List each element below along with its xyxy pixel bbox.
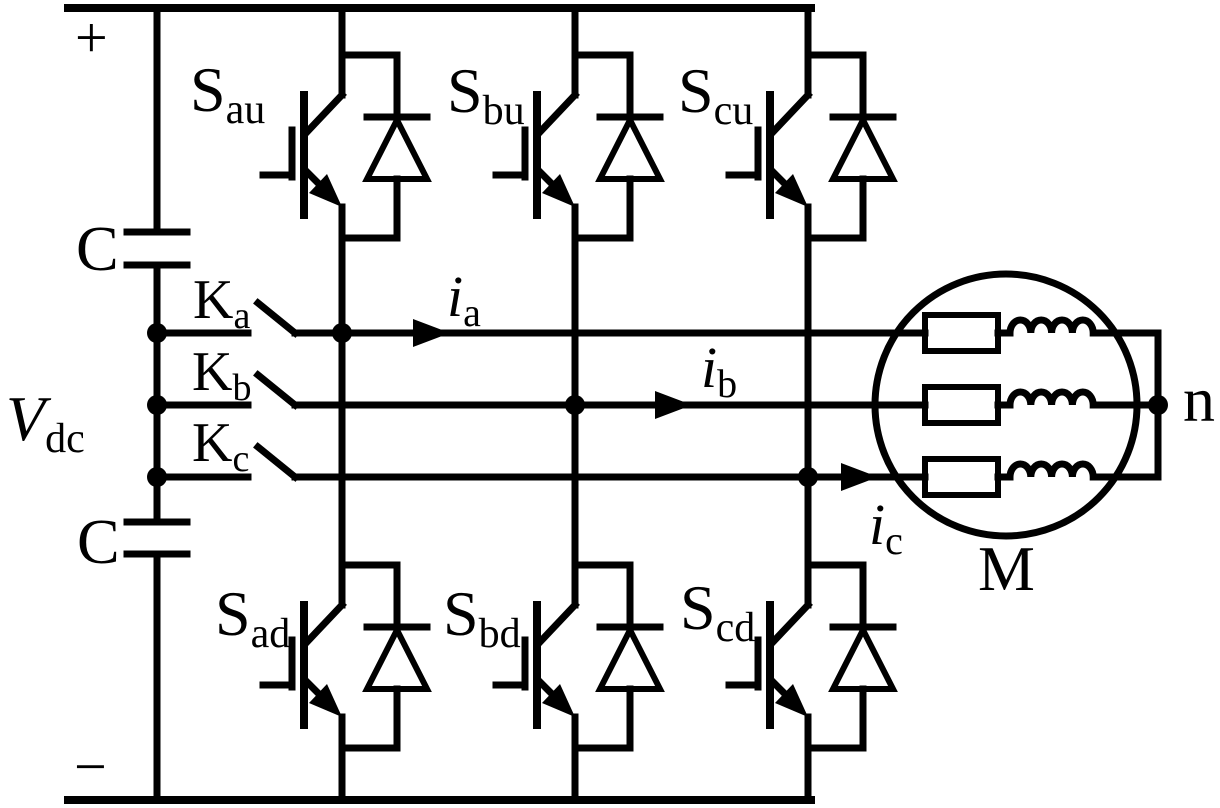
- capacitor-bottom-plates: [123, 518, 191, 558]
- contactor-kb-blade: [253, 370, 300, 410]
- igbt-sbu-label: Sbu: [447, 55, 525, 134]
- contactor-kc-label: Kc: [192, 412, 249, 480]
- igbt-sbd-label: Sbd: [443, 578, 521, 657]
- current-ib-label: ib: [701, 335, 737, 406]
- capacitor-top-plates: [123, 228, 191, 269]
- winding-inductor-a: [994, 316, 1162, 337]
- winding-resistor-c: [922, 456, 1001, 498]
- contactor-ka-icon: [153, 298, 300, 338]
- contactor-kc-icon: [153, 442, 300, 482]
- capacitor-bottom-icon: [123, 518, 191, 558]
- minus-label: −: [74, 734, 107, 799]
- current-arrow-ib-icon: [655, 391, 692, 419]
- contactor-kc-blade: [253, 442, 300, 482]
- junction-dot: [147, 467, 167, 487]
- contactor-kb-icon: [153, 370, 300, 410]
- capacitor-top-icon: [123, 228, 191, 269]
- junction-dot: [565, 395, 585, 415]
- neutral-label: n: [1183, 364, 1215, 435]
- labels: + − Vdc C C Sau Sbu Scu Sad Sbd Scd Ka K…: [6, 5, 1215, 799]
- winding-resistor-b: [922, 384, 1001, 426]
- junction-dot: [332, 323, 352, 343]
- plus-label: +: [75, 5, 108, 70]
- current-arrow-ic-icon: [841, 463, 878, 491]
- capacitor-bottom-label: C: [77, 506, 120, 577]
- dc-voltage-label: Vdc: [6, 383, 85, 462]
- capacitor-top-label: C: [76, 213, 119, 284]
- current-ic-label: ic: [869, 492, 903, 563]
- current-arrow-ia-icon: [413, 319, 450, 347]
- contactor-ka-label: Ka: [193, 269, 250, 337]
- junction-dot: [147, 395, 167, 415]
- igbt-sau-label: Sau: [190, 54, 265, 133]
- winding-resistor-a: [922, 312, 1001, 354]
- contactor-kb-label: Kb: [192, 341, 251, 409]
- junction-dot: [147, 323, 167, 343]
- igbt-scd-label: Scd: [680, 572, 755, 651]
- junction-dot: [798, 467, 818, 487]
- current-ia-label: ia: [447, 264, 481, 335]
- igbt-scu-label: Scu: [678, 55, 753, 134]
- winding-inductor-b: [994, 388, 1162, 409]
- motor-label: M: [978, 533, 1035, 604]
- wiring: [64, 4, 1168, 804]
- igbt-sad-label: Sad: [215, 578, 290, 657]
- neutral-dot: [1148, 395, 1168, 415]
- contactor-ka-blade: [253, 298, 300, 338]
- motor-circle-icon: [871, 270, 1141, 540]
- winding-inductor-c: [994, 460, 1162, 481]
